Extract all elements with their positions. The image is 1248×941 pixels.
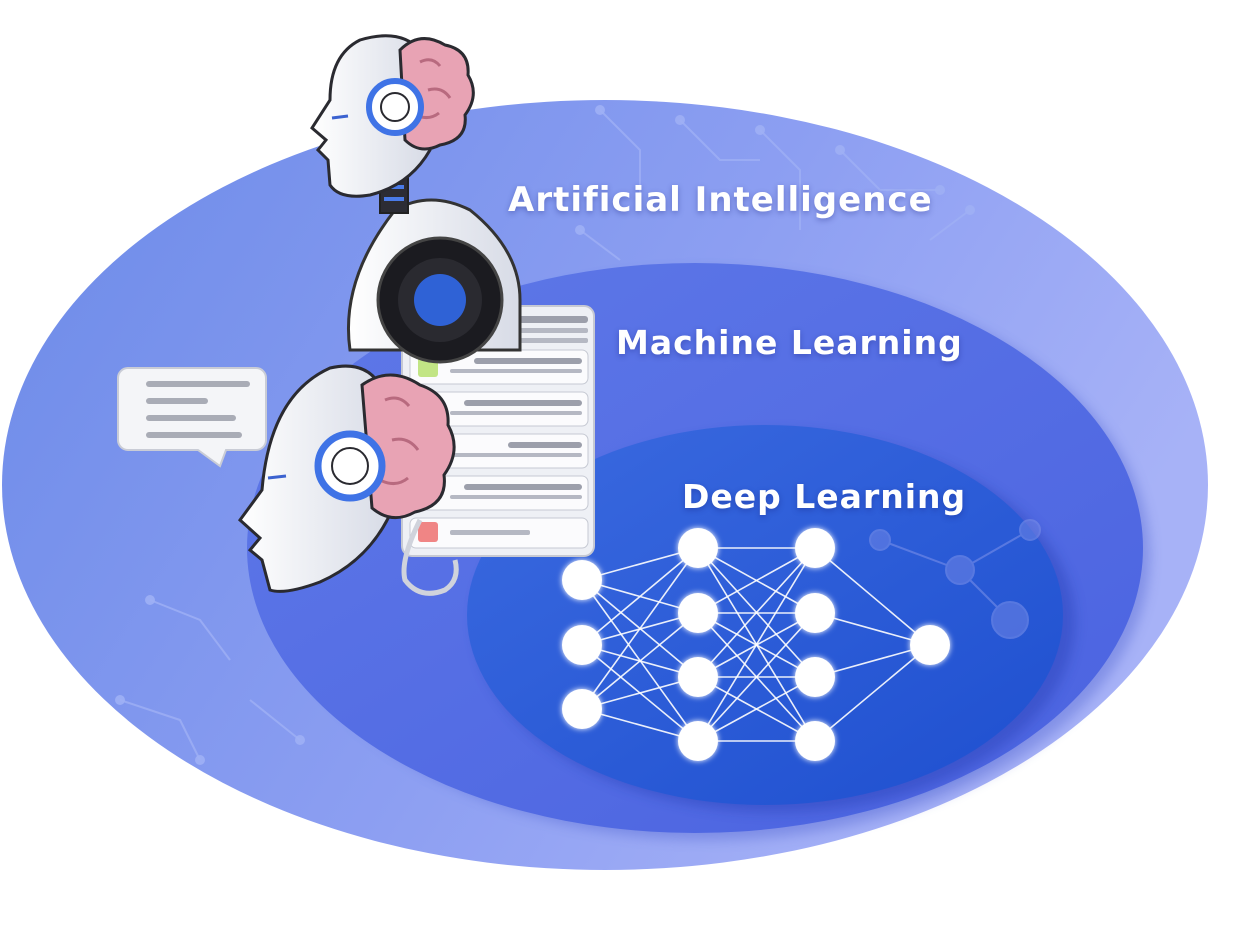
speech-bubble-icon: [117, 367, 267, 468]
nn-edge: [697, 547, 816, 742]
nn-node: [678, 593, 718, 633]
nn-edge: [814, 547, 931, 646]
nn-node: [795, 593, 835, 633]
nn-node: [562, 625, 602, 665]
nn-edge: [814, 644, 931, 742]
brain-icon: [360, 373, 456, 520]
nn-edge: [697, 547, 816, 678]
headphones-icon: [314, 430, 386, 502]
nn-node: [910, 625, 950, 665]
nn-node: [678, 528, 718, 568]
ml-label: Machine Learning: [616, 323, 963, 362]
neural-network-icon: [562, 528, 950, 761]
nn-node: [795, 657, 835, 697]
ai-label: Artificial Intelligence: [508, 180, 933, 220]
nn-node: [562, 689, 602, 729]
nn-node: [795, 528, 835, 568]
robot-head-top-icon: [310, 34, 475, 198]
nn-edge: [581, 676, 699, 710]
robot-head-bottom-icon: [237, 364, 459, 596]
nn-edge: [697, 612, 816, 742]
nn-edge: [697, 547, 816, 614]
nn-node: [562, 560, 602, 600]
document-list-icon: [401, 305, 595, 557]
nn-edge: [697, 676, 816, 742]
nn-node: [678, 657, 718, 697]
nn-node: [678, 721, 718, 761]
dl-label: Deep Learning: [682, 477, 967, 516]
dl-ellipse: [467, 425, 1063, 805]
circuit-traces-icon: [119, 109, 971, 761]
nn-node: [795, 721, 835, 761]
headphones-icon: [366, 78, 424, 136]
molecule-network-icon: [869, 519, 1041, 639]
robot-body-icon: [346, 198, 522, 364]
nn-edge: [581, 612, 699, 710]
cable-icon: [401, 518, 459, 596]
nn-edge: [581, 547, 699, 581]
nn-edge: [581, 547, 699, 646]
nn-edge: [581, 708, 699, 742]
nn-edge: [581, 547, 699, 710]
